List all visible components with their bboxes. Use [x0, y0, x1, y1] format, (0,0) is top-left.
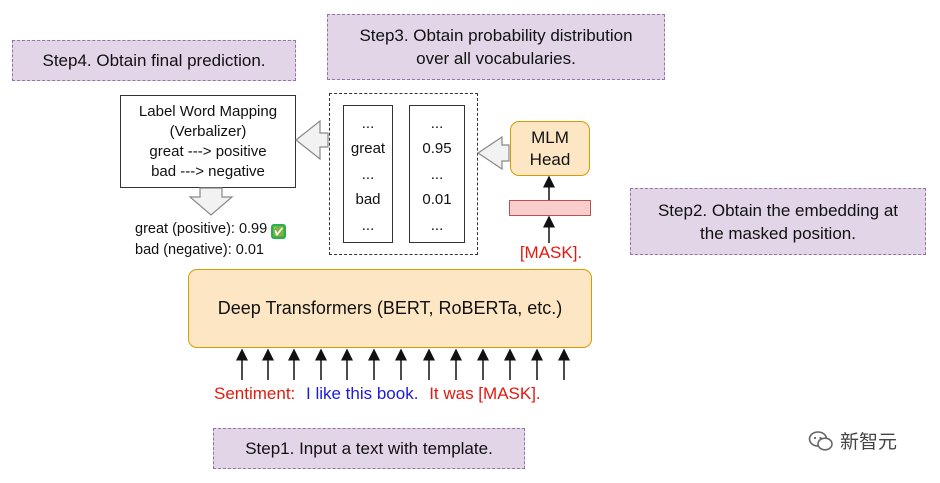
prediction-result: great (positive): 0.99 ✅ bad (negative):…	[135, 219, 287, 261]
template-suffix: It was [MASK].	[429, 384, 541, 403]
check-icon: ✅	[271, 224, 287, 239]
prob-item: 0.01	[422, 191, 452, 208]
prediction-great: great (positive): 0.99	[135, 221, 268, 237]
mask-token-label: [MASK].	[519, 243, 583, 262]
fat-left-arrow	[476, 135, 510, 171]
transformer-label: Deep Transformers (BERT, RoBERTa, etc.)	[217, 298, 563, 318]
mlm-head-line2: Head	[529, 149, 571, 169]
prob-item: ...	[430, 216, 444, 234]
input-text: Sentiment: I like this book. It was [MAS…	[214, 384, 541, 404]
fat-left-arrow	[295, 119, 329, 161]
input-sentence: I like this book.	[306, 384, 419, 403]
vocab-column: ... great ... bad ...	[343, 105, 393, 243]
verbalizer-subtitle: (Verbalizer)	[169, 123, 247, 140]
step4-box: Step4. Obtain final prediction.	[12, 40, 296, 81]
prob-item: ...	[430, 165, 444, 183]
mlm-head-box: MLM Head	[510, 121, 590, 176]
prediction-bad: bad (negative): 0.01	[135, 242, 264, 258]
step2-label-line2: the masked position.	[700, 223, 856, 243]
vocab-item: ...	[361, 114, 375, 132]
step3-label-line2: over all vocabularies.	[416, 49, 576, 68]
step3-label-line1: Step3. Obtain probability distribution	[359, 26, 633, 45]
template-prefix: Sentiment:	[214, 384, 296, 403]
verbalizer-mapping-bad: bad ---> negative	[151, 163, 265, 180]
transformer-box: Deep Transformers (BERT, RoBERTa, etc.)	[188, 269, 592, 348]
wechat-icon	[808, 430, 833, 451]
step3-box: Step3. Obtain probability distribution o…	[327, 14, 665, 80]
vocab-item: great	[350, 140, 386, 157]
watermark: 新智元	[808, 427, 897, 454]
step2-box: Step2. Obtain the embedding at the maske…	[630, 188, 926, 255]
step2-label-line1: Step2. Obtain the embedding at	[657, 200, 899, 220]
check-mark: ✅	[272, 227, 285, 238]
step1-box: Step1. Input a text with template.	[213, 428, 525, 469]
watermark-text: 新智元	[840, 431, 898, 453]
verbalizer-title: Label Word Mapping	[138, 103, 278, 120]
prob-item: ...	[430, 114, 444, 132]
prob-column: ... 0.95 ... 0.01 ...	[409, 105, 465, 243]
vocab-item: ...	[361, 165, 375, 183]
mlm-head-line1: MLM	[531, 127, 569, 147]
vocab-item: ...	[361, 216, 375, 234]
verbalizer-mapping-great: great ---> positive	[149, 143, 267, 160]
prob-item: 0.95	[422, 140, 452, 157]
step4-label: Step4. Obtain final prediction.	[42, 51, 266, 70]
distribution-container	[329, 93, 478, 255]
fat-down-arrow	[188, 187, 234, 216]
verbalizer-box: Label Word Mapping (Verbalizer) great --…	[120, 95, 296, 188]
input-arrows	[236, 348, 570, 380]
vocab-item: bad	[355, 191, 381, 208]
step1-label: Step1. Input a text with template.	[245, 439, 493, 458]
